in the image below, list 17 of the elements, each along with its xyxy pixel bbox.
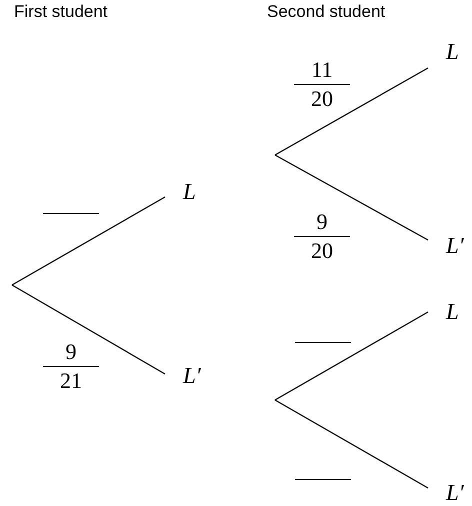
fraction-label: 9 21 <box>42 340 100 392</box>
branch-line <box>12 196 166 286</box>
column-heading: Second student <box>267 2 386 22</box>
outcome-label: L <box>183 180 196 202</box>
branch-line <box>12 284 166 375</box>
outcome-label: L <box>446 300 459 322</box>
branch-line <box>274 67 428 156</box>
fraction-label: 11 20 <box>293 58 351 110</box>
fraction-label: 9 20 <box>293 210 351 262</box>
branch-line <box>274 154 428 241</box>
outcome-label: L <box>446 40 459 62</box>
column-heading: First student <box>14 2 108 22</box>
branch-line <box>274 399 428 489</box>
outcome-label: L′ <box>183 364 201 386</box>
outcome-label: L′ <box>446 480 464 504</box>
branch-line <box>274 311 428 401</box>
outcome-label: L′ <box>446 234 464 256</box>
